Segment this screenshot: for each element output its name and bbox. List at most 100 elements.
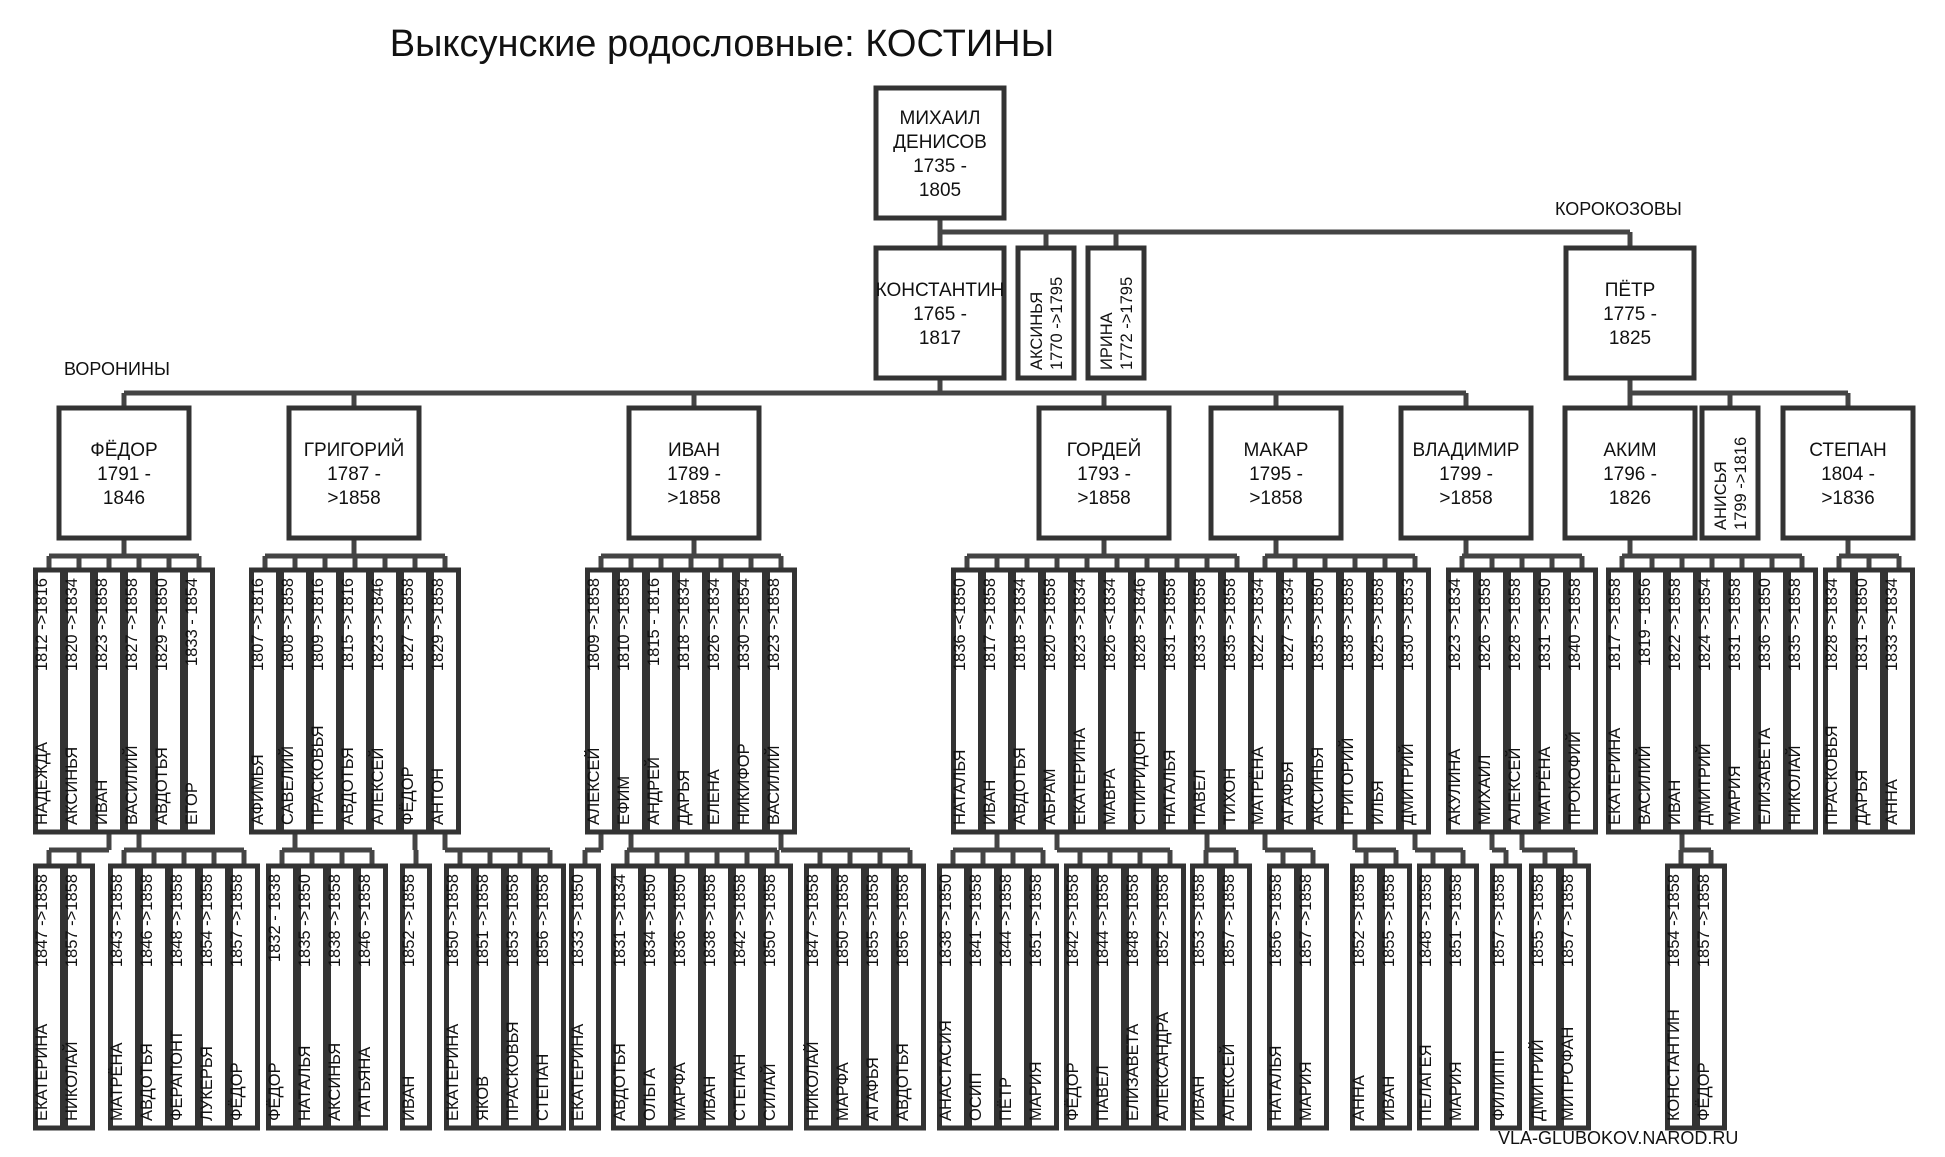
person-makar-line: МАКАР (1244, 440, 1309, 461)
child-fedor-иван-2-box (93, 567, 125, 835)
grandchild-grigoriy-фёдор-иван-0-name: ИВАН (400, 1076, 418, 1121)
child-ivan-алексей-0-box (585, 567, 617, 835)
person-akim-line: 1826 (1609, 488, 1651, 509)
site-watermark: VLA-GLUBOKOV.NAROD.RU (1498, 1128, 1738, 1148)
child-fedor-авдотья-4-name: АВДОТЬЯ (153, 747, 171, 825)
child-makar-матрёна-0-dates: 1822 ->1834 (1249, 578, 1267, 671)
child-grigoriy-авдотья-3-name: АВДОТЬЯ (339, 747, 357, 825)
child-grigoriy-авдотья-3-dates: 1815 ->1816 (339, 578, 357, 671)
grandchild-gordey-абрам-елизавета-2-box (1124, 863, 1156, 1131)
person-ivan-line: 1789 - (667, 464, 721, 485)
child-ivan-алексей-0-dates: 1809 ->1858 (585, 578, 603, 671)
grandchild-ivan-ефим-силай-5-name: СИЛАЙ (760, 1064, 779, 1121)
grandchild-makar-дмитрий-пелагея-0-dates: 1848 ->1858 (1417, 874, 1435, 967)
child-akim-иван-2-name: ИВАН (1666, 780, 1684, 825)
grandchild-ivan-ефим-марфа-2-dates: 1836 ->1850 (671, 874, 689, 967)
person-grigoriy-line: ГРИГОРИЙ (304, 439, 405, 461)
child-gordey-наталья-0-box (951, 567, 983, 835)
child-makar-дмитрий-5-dates: 1830 ->1853 (1399, 578, 1417, 671)
grandchild-grigoriy-савелий-фёдор-0-name: ФЁДОР (266, 1062, 284, 1121)
child-gordey-екатерина-4-dates: 1823 ->1834 (1071, 578, 1089, 671)
person-makar-line: >1858 (1249, 488, 1302, 509)
sibling-aksinya-name: АКСИНЬЯ (1028, 292, 1046, 370)
grandchild-grigoriy-савелий-наталья-1-dates: 1835 ->1850 (296, 874, 314, 967)
grandchild-fedor-василий-ферапонт-2-dates: 1848 ->1858 (168, 874, 186, 967)
child-gordey-наталья-7-box (1161, 567, 1193, 835)
grandchild-grigoriy-антон-прасковья-2-dates: 1853 ->1858 (504, 874, 522, 967)
grandchild-grigoriy-савелий-аксинья-2-box (326, 863, 358, 1131)
person-akim-line: АКИМ (1603, 440, 1656, 461)
grandchild-grigoriy-антон-прасковья-2-box (504, 863, 536, 1131)
child-stepan-прасковья-0-name: ПРАСКОВЬЯ (1823, 725, 1841, 825)
grandchild-gordey-павел-иван-0-box (1190, 863, 1222, 1131)
korokozov-family-label: КОРОКОЗОВЫ (1555, 199, 1682, 219)
child-stepan-анна-2-name: АННА (1883, 779, 1901, 825)
grandchild-makar-матрёна-наталья-0-box (1267, 863, 1299, 1131)
grandchild-ivan-василий-николай-0-box (804, 863, 836, 1131)
grandchild-akim-иван-константин-0-name: КОНСТАНТИН (1665, 1009, 1683, 1121)
child-gordey-иван-1-dates: 1817 ->1858 (981, 578, 999, 671)
grandchild-gordey-абрам-александра-3-name: АЛЕКСАНДРА (1154, 1012, 1172, 1121)
child-makar-агафья-1-box (1279, 567, 1311, 835)
child-ivan-елена-4-name: ЕЛЕНА (705, 769, 723, 825)
grandchild-ivan-ефим-марфа-2-box (671, 863, 703, 1131)
grandchild-ivan-алексей-екатерина-0-name: ЕКАТЕРИНА (569, 1024, 587, 1121)
child-grigoriy-афимья-0-box (249, 567, 281, 835)
sibling-anisya-dates: 1799 ->1816 (1732, 437, 1750, 530)
grandchild-gordey-иван-анастасия-0-box (937, 863, 969, 1131)
child-ivan-никифор-5-dates: 1830 ->1854 (735, 578, 753, 671)
child-gordey-иван-1-box (981, 567, 1013, 835)
grandchild-grigoriy-антон-екатерина-0-name: ЕКАТЕРИНА (444, 1024, 462, 1121)
child-grigoriy-прасковья-2-dates: 1809 ->1816 (309, 578, 327, 671)
child-grigoriy-авдотья-3-box (339, 567, 371, 835)
child-gordey-спиридон-6-name: СПИРИДОН (1131, 731, 1149, 825)
child-makar-дмитрий-5-name: ДМИТРИЙ (1398, 743, 1417, 825)
grandchild-gordey-павел-алексей-1-box (1220, 863, 1252, 1131)
grandchild-gordey-иван-осип-1-box (967, 863, 999, 1131)
grandchild-ivan-василий-николай-0-dates: 1847 ->1858 (804, 874, 822, 967)
grandchild-akim-иван-фёдор-1-box (1695, 863, 1727, 1131)
child-stepan-дарья-1-name: ДАРЬЯ (1853, 770, 1871, 825)
grandchild-ivan-алексей-екатерина-0-box (569, 863, 601, 1131)
grandchild-fedor-василий-матрёна-0-box (108, 863, 140, 1131)
child-gordey-тихон-9-box (1221, 567, 1253, 835)
grandchild-makar-дмитрий-пелагея-0-box (1417, 863, 1449, 1131)
grandchild-gordey-иван-пётр-2-dates: 1844 ->1858 (997, 874, 1015, 967)
grandchild-gordey-иван-мария-3-box (1027, 863, 1059, 1131)
child-vladimir-прокофий-4-box (1566, 567, 1598, 835)
child-akim-екатерина-0-box (1606, 567, 1638, 835)
grandchild-ivan-василий-марфа-1-dates: 1850 ->1858 (834, 874, 852, 967)
child-ivan-ефим-1-box (615, 567, 647, 835)
